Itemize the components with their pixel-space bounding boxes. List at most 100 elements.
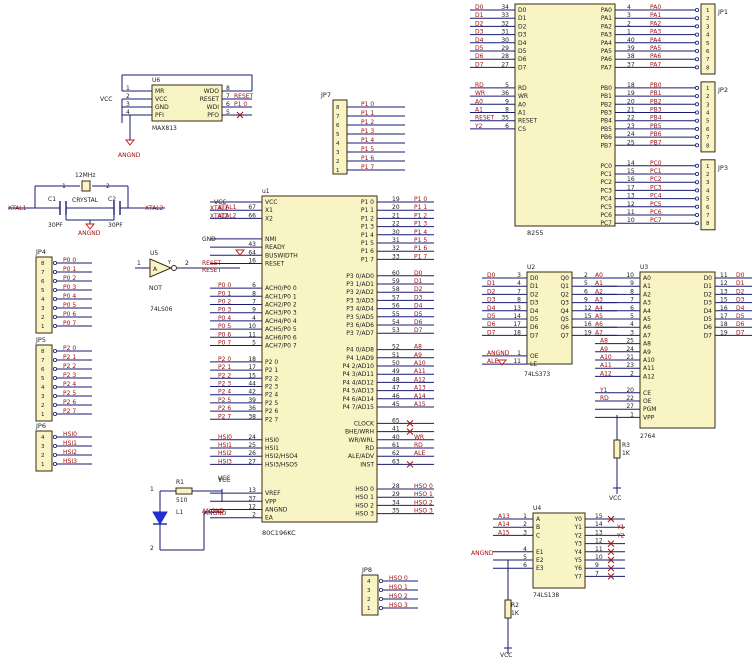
- pin-number: 3: [706, 24, 710, 30]
- pin-name: PC1: [600, 171, 612, 178]
- pin-name: P3 7/AD7: [346, 330, 374, 337]
- pin-name: PB7: [600, 142, 612, 149]
- pin-name: B: [536, 524, 540, 531]
- pin-number: 65: [392, 417, 400, 424]
- pin-name: ACH6/P0 6: [265, 334, 297, 341]
- pin-number: 6: [41, 279, 45, 285]
- pin-name: P2 3: [265, 384, 278, 391]
- pin-name: P1 2: [361, 215, 374, 222]
- pin-name: D4: [704, 308, 713, 315]
- no-connect-stroke: [236, 111, 244, 119]
- pin-number: 3: [367, 588, 371, 594]
- pin-name: WDI: [207, 104, 220, 111]
- pin-number: 4: [41, 297, 45, 303]
- net-label: P0 3: [218, 307, 231, 314]
- pin-number: 5: [706, 197, 710, 203]
- pin-terminal: [53, 357, 58, 362]
- pin-number: 21: [626, 354, 634, 361]
- chip-part: 80C196KC: [262, 529, 296, 537]
- pin-name: D7: [704, 332, 713, 339]
- pin-number: 7: [595, 570, 599, 577]
- pin-number: 3: [627, 12, 631, 19]
- pin-terminal: [695, 135, 700, 140]
- net-label: P0 1: [63, 266, 76, 273]
- net-label: D7: [736, 329, 745, 336]
- net-label: A6: [595, 321, 603, 328]
- pin-number: 5: [630, 313, 634, 320]
- net-label: P2 4: [63, 381, 76, 388]
- pin-name: A1: [643, 283, 651, 290]
- pin-number: 18: [720, 321, 728, 328]
- net-label: A10: [600, 354, 612, 361]
- pin-number: 2: [706, 16, 710, 22]
- net-label: P2 6: [63, 399, 76, 406]
- pin-name: HSO 0: [355, 486, 374, 493]
- pin-number: 27: [626, 403, 634, 410]
- net-label: Y1: [599, 387, 608, 394]
- pin-number: 2: [627, 20, 631, 27]
- pin-number: 67: [248, 204, 256, 211]
- pin-number: 1: [150, 486, 154, 493]
- net-label: PC2: [650, 176, 662, 183]
- angnd-label: ANGND: [204, 510, 227, 517]
- pin-terminal: [53, 269, 58, 274]
- net-label: PC6: [650, 209, 662, 216]
- pin-terminal: [53, 348, 58, 353]
- pin-name: ACH7/P0 7: [265, 343, 297, 350]
- ground-triangle: [124, 139, 136, 146]
- pin-name: D4: [530, 308, 539, 315]
- net-label: XTAL1: [8, 205, 27, 212]
- net-label: HSI2: [218, 450, 232, 457]
- chip-ref: U4: [533, 505, 541, 512]
- resistor-ref: R3: [622, 442, 630, 449]
- pin-number: 43: [248, 241, 256, 248]
- pin-number: 2: [367, 597, 371, 603]
- net-label: P1 7: [361, 164, 374, 171]
- net-label: P2 5: [218, 397, 231, 404]
- pin-number: 2: [41, 403, 45, 409]
- pin-name: BUSWIDTH: [265, 252, 298, 259]
- pin-number: 22: [627, 115, 635, 122]
- pin-name: P3 0/AD0: [346, 273, 374, 280]
- pin-number: 10: [626, 272, 634, 279]
- pin-number: 31: [501, 29, 509, 36]
- net-label: D0: [414, 270, 423, 277]
- pin-name: PC7: [600, 220, 612, 227]
- pin-name: D3: [704, 300, 713, 307]
- pin-name: HSO 2: [355, 502, 374, 509]
- pin-name: C: [536, 532, 540, 539]
- pin-number: 40: [392, 434, 400, 441]
- pin-name: P4 2/AD10: [342, 363, 374, 370]
- pin-name: PB6: [600, 134, 612, 141]
- pin-number: 18: [513, 329, 521, 336]
- pin-number: 11: [513, 358, 521, 365]
- vcc-label: VCC: [218, 477, 230, 484]
- net-label: D0: [736, 272, 745, 279]
- pin-number: 13: [513, 305, 521, 312]
- no-connect-stroke: [607, 540, 615, 547]
- pin-number: 7: [252, 299, 256, 306]
- pin-number: 22: [626, 395, 634, 402]
- net-label: D6: [475, 53, 484, 60]
- pin-name: E3: [536, 565, 544, 572]
- pin-number: 61: [392, 442, 400, 449]
- not-gate-bubble: [171, 265, 177, 271]
- ground-triangle: [496, 359, 508, 366]
- pin-name: HSI3/HSO5: [265, 461, 298, 468]
- pin-name: BHE/WRH: [345, 429, 374, 436]
- pin-name: PA1: [601, 15, 612, 22]
- net-label: P2 2: [218, 372, 231, 379]
- pin-number: 20: [626, 387, 634, 394]
- net-label: PC1: [650, 168, 662, 175]
- ground-triangle: [234, 249, 246, 256]
- pin-name: NMI: [265, 236, 277, 243]
- net-label: HSO 0: [389, 575, 408, 582]
- pin-number: 25: [626, 338, 634, 345]
- net-label: A13: [498, 513, 510, 520]
- pin-name: PA4: [601, 40, 612, 47]
- net-label: D1: [487, 280, 496, 287]
- pin-name: CE: [643, 390, 651, 397]
- pin-name: RESET: [518, 118, 538, 125]
- pin-name: X1: [265, 207, 273, 214]
- net-label: RD: [600, 395, 609, 402]
